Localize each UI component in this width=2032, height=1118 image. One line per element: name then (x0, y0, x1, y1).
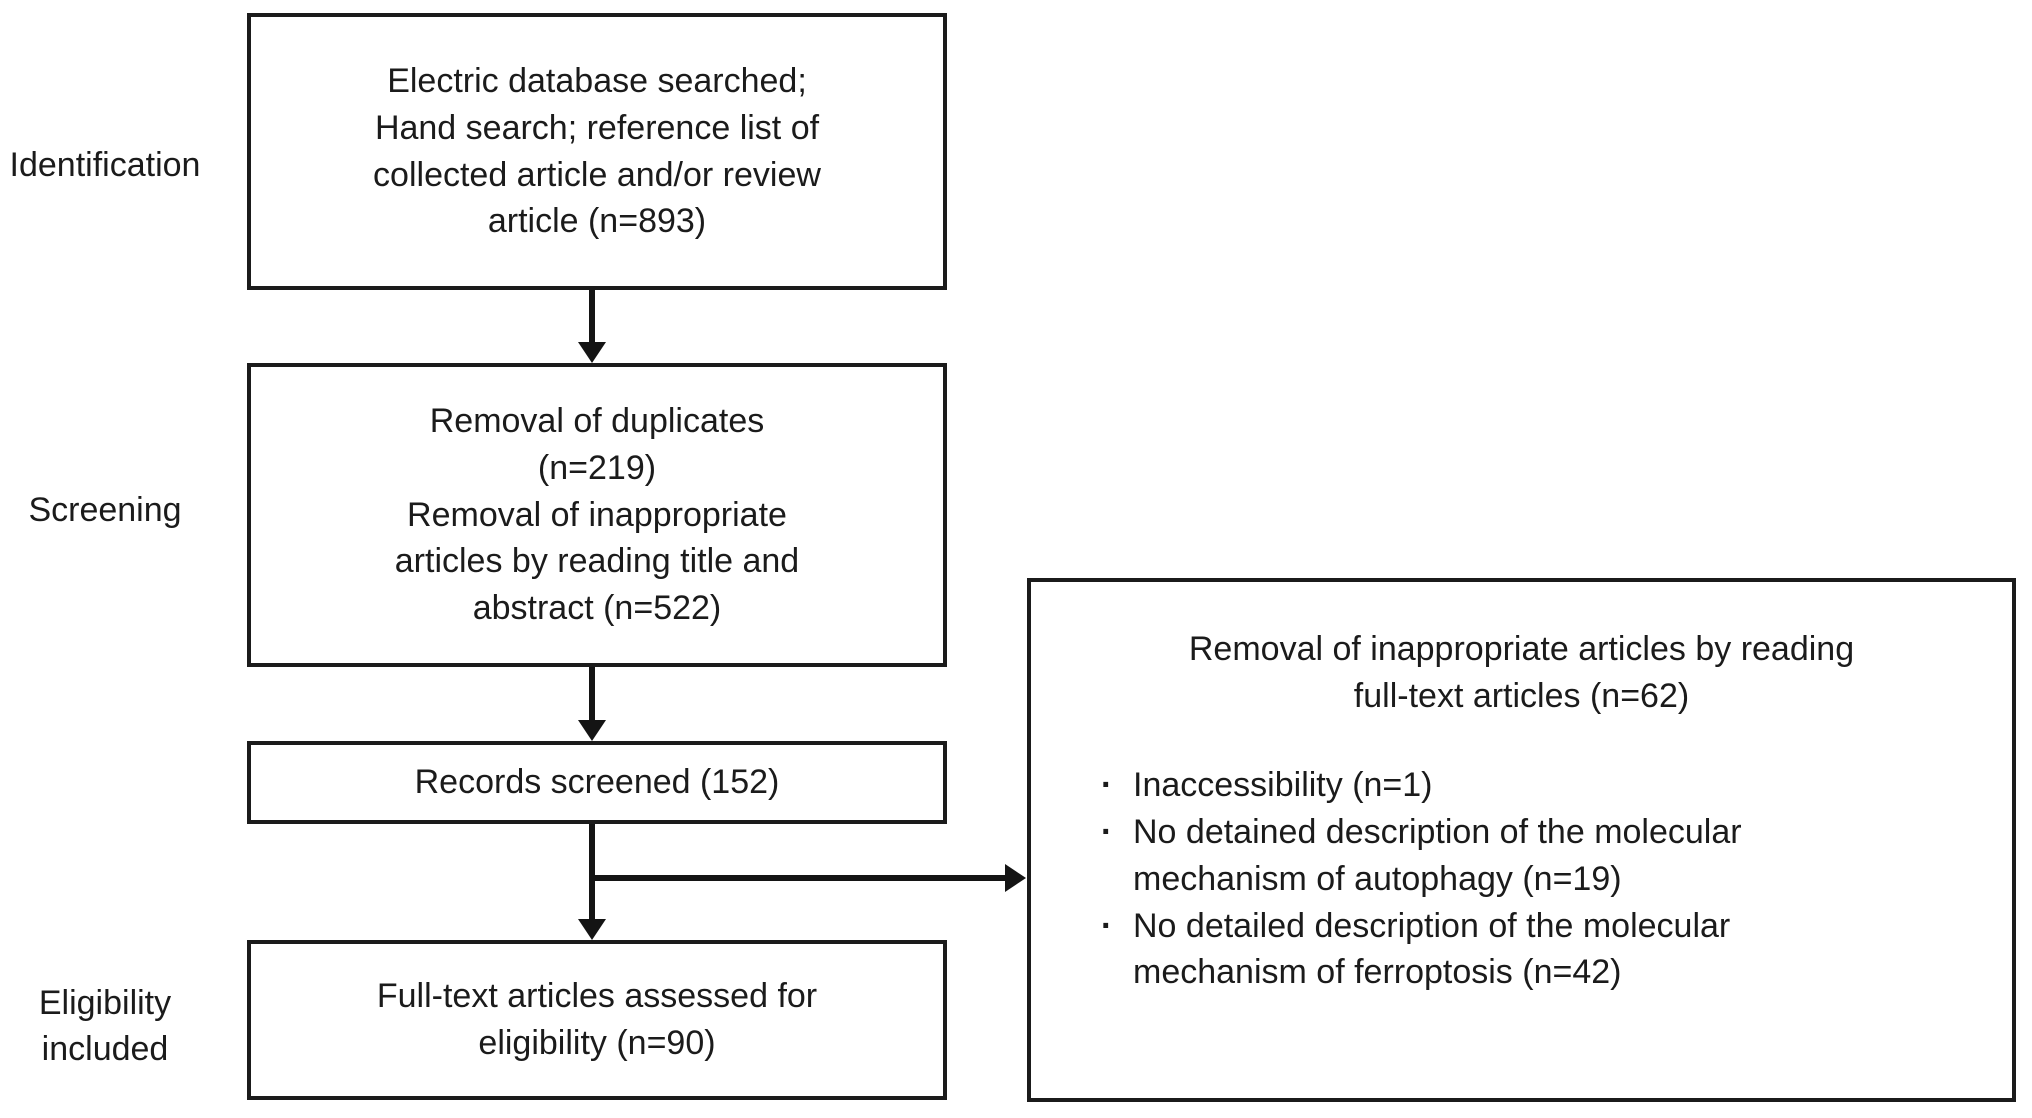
exclusion-box: Removal of inappropriate articles by rea… (1027, 578, 2016, 1102)
screening-box-text: Removal of duplicates (n=219) Removal of… (394, 401, 800, 628)
exclusion-reason-text: No detailed description of the molecular… (1133, 906, 1731, 992)
exclusion-reason-list: · Inaccessibility (n=1) · No detained de… (1067, 762, 1976, 997)
exclusion-reason-text: Inaccessibility (n=1) (1133, 765, 1433, 804)
arrowhead-records-to-eligibility (578, 919, 606, 940)
identification-box: Electric database searched; Hand search;… (247, 13, 947, 290)
arrowhead-branch-to-exclusion (1005, 864, 1026, 892)
exclusion-reason-item: · No detained description of the molecul… (1101, 809, 1976, 903)
arrow-line-screening-to-records (589, 667, 595, 721)
eligibility-box-text: Full-text articles assessed for eligibil… (376, 977, 818, 1062)
arrowhead-screening-to-records (578, 720, 606, 741)
screening-box: Removal of duplicates (n=219) Removal of… (247, 363, 947, 667)
exclusion-box-title: Removal of inappropriate articles by rea… (1188, 630, 1855, 715)
exclusion-reason-text: No detained description of the molecular… (1133, 812, 1742, 898)
stage-label-eligibility-included: Eligibility included (38, 984, 172, 1069)
arrow-line-identification-to-screening (589, 290, 595, 345)
exclusion-reason-item: · No detailed description of the molecul… (1101, 903, 1976, 997)
arrow-line-branch-to-exclusion (589, 875, 1005, 881)
bullet-icon: · (1101, 765, 1113, 804)
records-screened-box-text: Records screened (152) (414, 763, 780, 802)
stage-label-screening: Screening (28, 491, 182, 529)
stage-label-identification: Identification (9, 146, 201, 184)
arrow-line-records-to-eligibility (589, 824, 595, 920)
arrowhead-identification-to-screening (578, 342, 606, 363)
bullet-icon: · (1101, 812, 1113, 851)
bullet-icon: · (1101, 906, 1113, 945)
eligibility-box: Full-text articles assessed for eligibil… (247, 940, 947, 1100)
exclusion-reason-item: · Inaccessibility (n=1) (1101, 762, 1976, 809)
records-screened-box: Records screened (152) (247, 741, 947, 824)
identification-box-text: Electric database searched; Hand search;… (373, 61, 821, 241)
